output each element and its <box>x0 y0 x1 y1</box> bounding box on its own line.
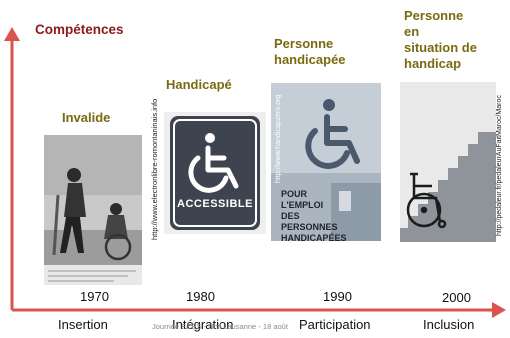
wheelchair-icon <box>188 133 239 193</box>
credit-handicape: http://www.electronlibre-romontaninais.i… <box>150 98 159 240</box>
year-1970: 1970 <box>80 289 109 304</box>
stage-label-line-2: en <box>404 24 420 39</box>
photo-personne-handicapee: POUR L'EMPLOI DES PERSONNES HANDICAPÉES … <box>271 83 381 241</box>
stage-label-line-1: Personne <box>404 8 464 23</box>
wheelchair-icon <box>406 172 447 229</box>
stairs-wheelchair-graphic <box>400 82 496 242</box>
accessible-sign-text: ACCESSIBLE <box>177 198 253 210</box>
y-axis-label: Compétences <box>35 22 124 37</box>
year-2000: 2000 <box>442 290 471 305</box>
photo-handicape: ACCESSIBLE <box>164 112 266 234</box>
poster-graphic <box>271 83 381 241</box>
photo-situation-handicap <box>400 82 496 242</box>
invalide-photo-graphic <box>44 135 142 285</box>
stage-label-line-3: situation de <box>404 40 477 55</box>
poster-text: POUR L'EMPLOI DES PERSONNES HANDICAPÉES <box>281 189 347 241</box>
phase-inclusion: Inclusion <box>423 317 475 332</box>
slide-footer: Journée ECES - Unil Lausanne - 18 août <box>152 322 288 331</box>
year-1980: 1980 <box>186 289 215 304</box>
wheelchair-icon <box>305 99 360 169</box>
stage-label-handicape: Handicapé <box>166 77 232 92</box>
y-axis-arrowhead <box>4 27 20 41</box>
x-axis-arrowhead <box>492 302 506 318</box>
stage-label-situation-handicap: Personne en situation de handicap <box>404 8 504 72</box>
year-1990: 1990 <box>323 289 352 304</box>
phase-integration: Intégration <box>172 317 234 332</box>
phase-participation: Participation <box>299 317 371 332</box>
stage-label-invalide: Invalide <box>62 110 111 125</box>
stage-label-line-4: handicap <box>404 56 462 71</box>
stage-label-personne-handicapee: Personne handicapée <box>274 36 346 67</box>
photo-invalide <box>44 135 142 285</box>
phase-insertion: Insertion <box>58 317 108 332</box>
accessible-sign-graphic <box>164 112 266 234</box>
credit-situation-handicap: http://pedaleur.fr/pedaleurAuFaitMaroc/M… <box>496 95 503 236</box>
credit-personne-handicapee: http://www.handicapzero.org <box>275 94 282 183</box>
